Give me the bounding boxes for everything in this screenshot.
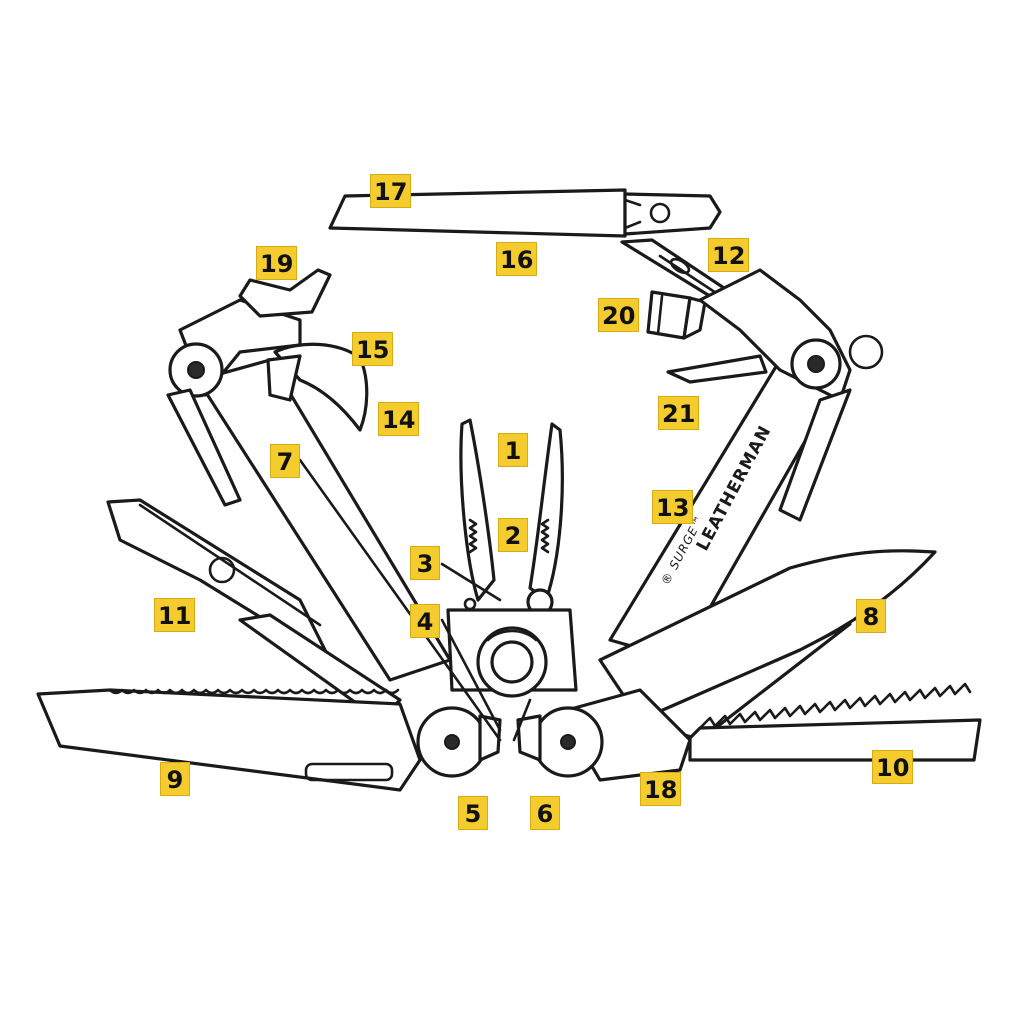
callout-19: 19: [256, 246, 298, 280]
callout-15: 15: [352, 332, 394, 366]
callout-10: 10: [872, 750, 914, 784]
callout-1: 1: [498, 433, 528, 467]
serrated-blade-9: [36, 688, 422, 792]
callout-11: 11: [154, 598, 196, 632]
bit-driver-20: [646, 290, 707, 340]
callout-13: 13: [652, 490, 694, 524]
scissors-11: [106, 498, 402, 722]
callout-6: 6: [530, 796, 560, 830]
callout-21: 21: [658, 396, 700, 430]
callout-12: 12: [708, 238, 750, 272]
pliers-hub: [446, 608, 578, 698]
main-blade-8: [598, 549, 937, 742]
pliers-1-2: [459, 418, 564, 616]
callout-14: 14: [378, 402, 420, 436]
right-pivot-6: [516, 706, 604, 778]
left-pivot-5: [416, 706, 502, 778]
callout-16: 16: [496, 242, 538, 276]
callout-3: 3: [410, 546, 440, 580]
callout-20: 20: [598, 298, 640, 332]
awl-21: [666, 354, 768, 384]
callout-4: 4: [410, 604, 440, 638]
callout-2: 2: [498, 518, 528, 552]
leader-lines: [298, 458, 532, 742]
callout-18: 18: [640, 772, 682, 806]
callout-17: 17: [370, 174, 412, 208]
callout-5: 5: [458, 796, 488, 830]
callout-8: 8: [856, 599, 886, 633]
callout-9: 9: [160, 762, 190, 796]
callout-7: 7: [270, 444, 300, 478]
left-handle-7: [166, 268, 452, 682]
